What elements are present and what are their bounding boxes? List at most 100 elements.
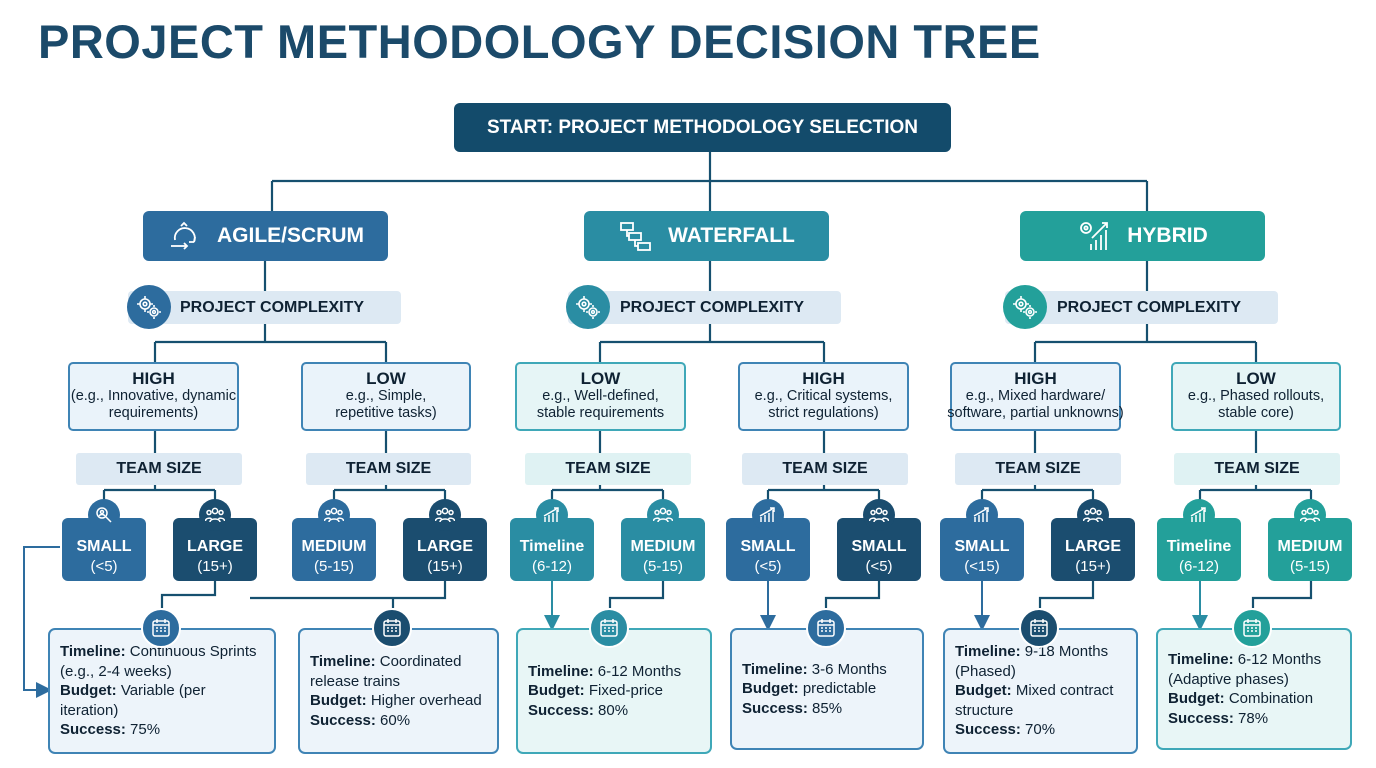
result-line: Budget: Fixed-price [528, 681, 700, 701]
size-name: Timeline [1166, 538, 1232, 555]
calendar-icon [589, 608, 629, 648]
result-key: Timeline: [60, 643, 126, 661]
size-name: LARGE [1065, 538, 1121, 555]
result-key: Budget: [742, 680, 799, 698]
option-desc: e.g., Well-defined, [542, 388, 659, 404]
method-agile-scrum[interactable]: AGILE/SCRUM [143, 211, 388, 261]
group-icon [429, 499, 461, 531]
option-level: LOW [366, 369, 406, 388]
result-line: iteration) [60, 701, 264, 721]
start-node[interactable]: START: PROJECT METHODOLOGY SELECTION [454, 103, 951, 152]
option-desc: stable core) [1218, 405, 1294, 421]
result-key: Success: [528, 701, 594, 719]
option-hybrid-high[interactable]: HIGH e.g., Mixed hardware/ software, par… [947, 362, 1124, 431]
result-key: Timeline: [528, 662, 594, 680]
group-icon [1077, 499, 1109, 531]
size-name: LARGE [417, 538, 473, 555]
size-name: MEDIUM [630, 538, 696, 555]
option-level: HIGH [802, 369, 845, 388]
option-hybrid-low[interactable]: LOW e.g., Phased rollouts, stable core) [1171, 362, 1341, 431]
result-line: (e.g., 2-4 weeks) [60, 662, 264, 682]
complexity-label: PROJECT COMPLEXITY [1057, 298, 1242, 316]
team-size-label: TEAM SIZE [306, 453, 471, 485]
result-line: Budget: Variable (per [60, 681, 264, 701]
result-key: Budget: [60, 682, 117, 700]
result-key: Timeline: [742, 660, 808, 678]
option-agile-high[interactable]: HIGH (e.g., Innovative, dynamic requirem… [68, 362, 239, 431]
result-value: 60% [375, 711, 411, 729]
option-waterfall-low[interactable]: LOW e.g., Well-defined, stable requireme… [515, 362, 686, 431]
result-agile-sprints[interactable]: Timeline: Continuous Sprints(e.g., 2-4 w… [48, 628, 276, 754]
method-label: WATERFALL [668, 224, 795, 247]
size-waterfall-small-2[interactable]: SMALL (<5) [837, 518, 921, 581]
result-line: Timeline: Coordinated [310, 652, 487, 672]
result-line: (Phased) [955, 662, 1126, 682]
result-value: Mixed contract [1011, 682, 1114, 700]
size-range: (15+) [427, 558, 463, 575]
option-desc: strict regulations) [768, 405, 879, 421]
option-desc: requirements) [108, 405, 199, 421]
method-hybrid[interactable]: HYBRID [1020, 211, 1265, 261]
size-range: (<5) [865, 558, 893, 575]
complexity-label: PROJECT COMPLEXITY [620, 298, 805, 316]
result-key: Timeline: [1168, 651, 1234, 668]
option-desc: e.g., Critical systems, [754, 388, 893, 404]
search-people-icon [88, 499, 120, 531]
result-value: Higher overhead [366, 692, 482, 709]
result-value: (Phased) [955, 662, 1016, 680]
size-name: SMALL [76, 538, 132, 555]
result-line: Success: 70% [955, 720, 1126, 740]
result-value: 9-18 Months [1020, 643, 1109, 661]
size-range: (<5) [90, 558, 118, 575]
gears-icon [127, 285, 171, 329]
result-value: Combination [1224, 690, 1314, 707]
result-value: 3-6 Months [807, 660, 887, 678]
size-range: (<5) [754, 558, 782, 575]
size-hybrid-medium[interactable]: MEDIUM (5-15) [1268, 518, 1352, 581]
size-range: (6-12) [531, 558, 572, 575]
result-line: Success: 78% [1168, 709, 1340, 729]
result-value: 6-12 Months [1233, 651, 1322, 668]
result-value: release trains [310, 672, 401, 690]
result-key: Success: [1168, 709, 1234, 727]
result-value: iteration) [60, 701, 119, 719]
team-size-label: TEAM SIZE [76, 453, 242, 485]
option-waterfall-high[interactable]: HIGH e.g., Critical systems, strict regu… [738, 362, 909, 431]
size-range: (6-12) [1178, 558, 1219, 575]
complexity-label: PROJECT COMPLEXITY [180, 298, 365, 316]
group-icon [318, 499, 350, 531]
option-level: LOW [580, 369, 621, 388]
option-desc: stable requirements [536, 405, 665, 421]
result-key: Timeline: [310, 653, 376, 670]
agile-cycle-icon [171, 221, 196, 250]
size-name: SMALL [851, 538, 907, 555]
result-line: release trains [310, 672, 487, 692]
chart-icon [966, 499, 998, 531]
option-desc: e.g., Phased rollouts, [1187, 388, 1325, 404]
size-name: MEDIUM [301, 538, 367, 555]
complexity-hybrid: PROJECT COMPLEXITY [1005, 291, 1278, 324]
result-key: Budget: [1168, 690, 1225, 707]
result-value: (e.g., 2-4 weeks) [60, 662, 172, 680]
size-name: Timeline [519, 538, 585, 555]
team-size-label: TEAM SIZE [1174, 453, 1340, 485]
size-range: (5-15) [1289, 558, 1330, 575]
growth-chart-icon [1080, 222, 1109, 250]
method-waterfall[interactable]: WATERFALL [584, 211, 829, 261]
result-key: Success: [310, 711, 376, 729]
result-line: Timeline: 6-12 Months [528, 662, 700, 682]
result-key: Budget: [528, 682, 585, 700]
complexity-waterfall: PROJECT COMPLEXITY [568, 291, 841, 324]
calendar-icon [1019, 608, 1059, 648]
result-key: Timeline: [955, 643, 1021, 661]
option-level: LOW [1236, 369, 1276, 388]
page-title: PROJECT METHODOLOGY DECISION TREE [38, 15, 1041, 68]
option-desc: (e.g., Innovative, dynamic [70, 388, 237, 404]
method-label: HYBRID [1127, 224, 1208, 247]
calendar-icon [372, 608, 412, 648]
option-desc: repetitive tasks) [335, 405, 437, 421]
option-agile-low[interactable]: LOW e.g., Simple, repetitive tasks) [301, 362, 471, 431]
